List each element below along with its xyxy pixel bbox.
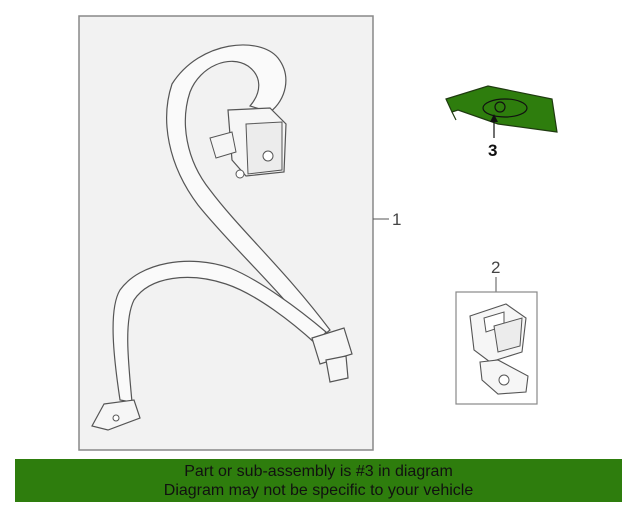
part-1-seatbelt-assembly[interactable]: 1: [78, 15, 401, 451]
buckle-button: [493, 317, 523, 353]
part-3-cover[interactable]: 3: [445, 85, 558, 160]
callout-1-label: 1: [392, 210, 401, 229]
anchor-bolt-icon: [112, 414, 120, 422]
cover-body: [445, 85, 558, 133]
retractor-tab: [209, 131, 237, 159]
cover-edge: [451, 111, 457, 121]
retractor-bolt-icon: [262, 150, 274, 162]
buckle-bolt-icon: [498, 374, 510, 386]
banner-line-1: Part or sub-assembly is #3 in diagram: [184, 463, 453, 480]
callout-3-label: 3: [488, 141, 497, 160]
part-2-buckle[interactable]: 2: [455, 258, 538, 405]
retractor-face: [245, 121, 283, 175]
callout-2-label: 2: [491, 258, 500, 277]
belt-webbing-upper: [166, 44, 331, 341]
latch-tongue: [325, 355, 349, 383]
callout-3-arrowhead-icon: [490, 114, 498, 122]
retractor-clip-icon: [235, 169, 245, 179]
latch-plate: [311, 327, 353, 365]
cover-center-icon: [494, 101, 506, 113]
cover-emblem-icon: [482, 98, 528, 118]
info-banner: Part or sub-assembly is #3 in diagram Di…: [15, 459, 622, 502]
banner-line-2: Diagram may not be specific to your vehi…: [163, 482, 474, 499]
